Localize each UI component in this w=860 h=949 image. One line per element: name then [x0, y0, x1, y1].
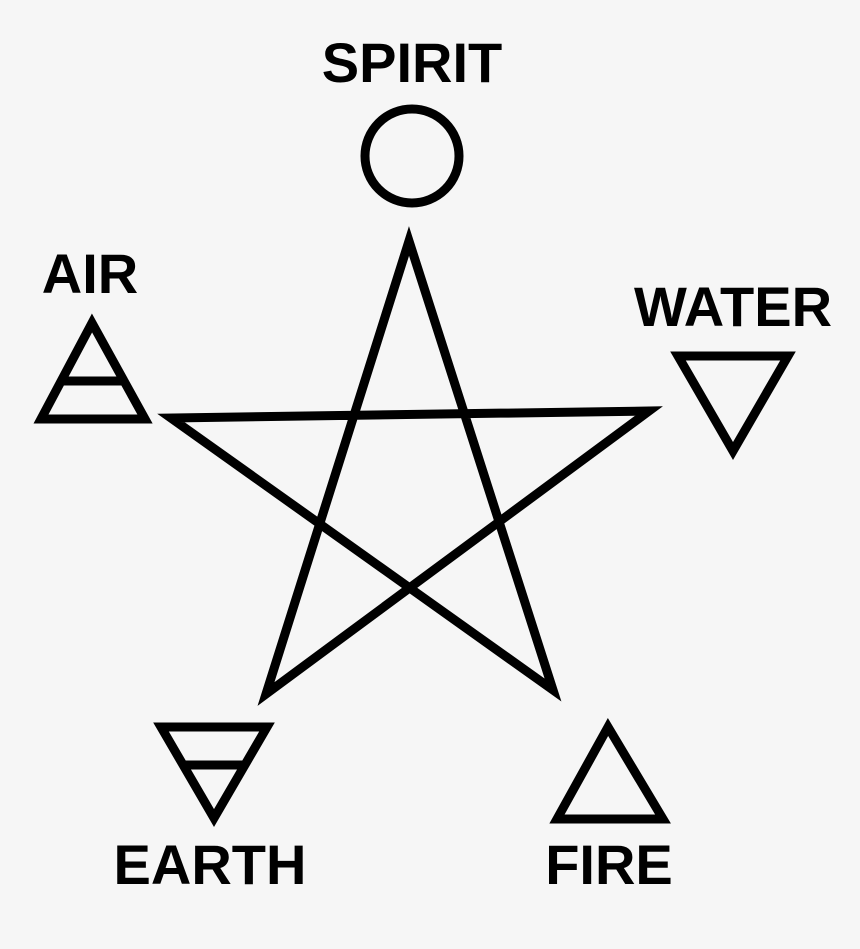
- spirit-label: SPIRIT: [322, 31, 502, 94]
- fire-label: FIRE: [545, 833, 673, 896]
- element-fire: FIRE: [545, 717, 673, 896]
- circle-icon: [360, 104, 464, 208]
- water-label: WATER: [634, 275, 832, 338]
- downward-triangle-icon: [670, 351, 796, 460]
- pentagram-icon: [157, 226, 663, 706]
- air-label: AIR: [42, 242, 138, 305]
- downward-triangle-with-bar-icon: [153, 722, 275, 827]
- earth-label: EARTH: [114, 833, 307, 896]
- element-water: WATER: [634, 275, 832, 460]
- element-spirit: SPIRIT: [322, 31, 502, 208]
- element-air: AIR: [33, 242, 153, 424]
- element-earth: EARTH: [114, 722, 307, 896]
- upward-triangle-with-bar-icon: [33, 313, 153, 424]
- upward-triangle-icon: [549, 717, 671, 824]
